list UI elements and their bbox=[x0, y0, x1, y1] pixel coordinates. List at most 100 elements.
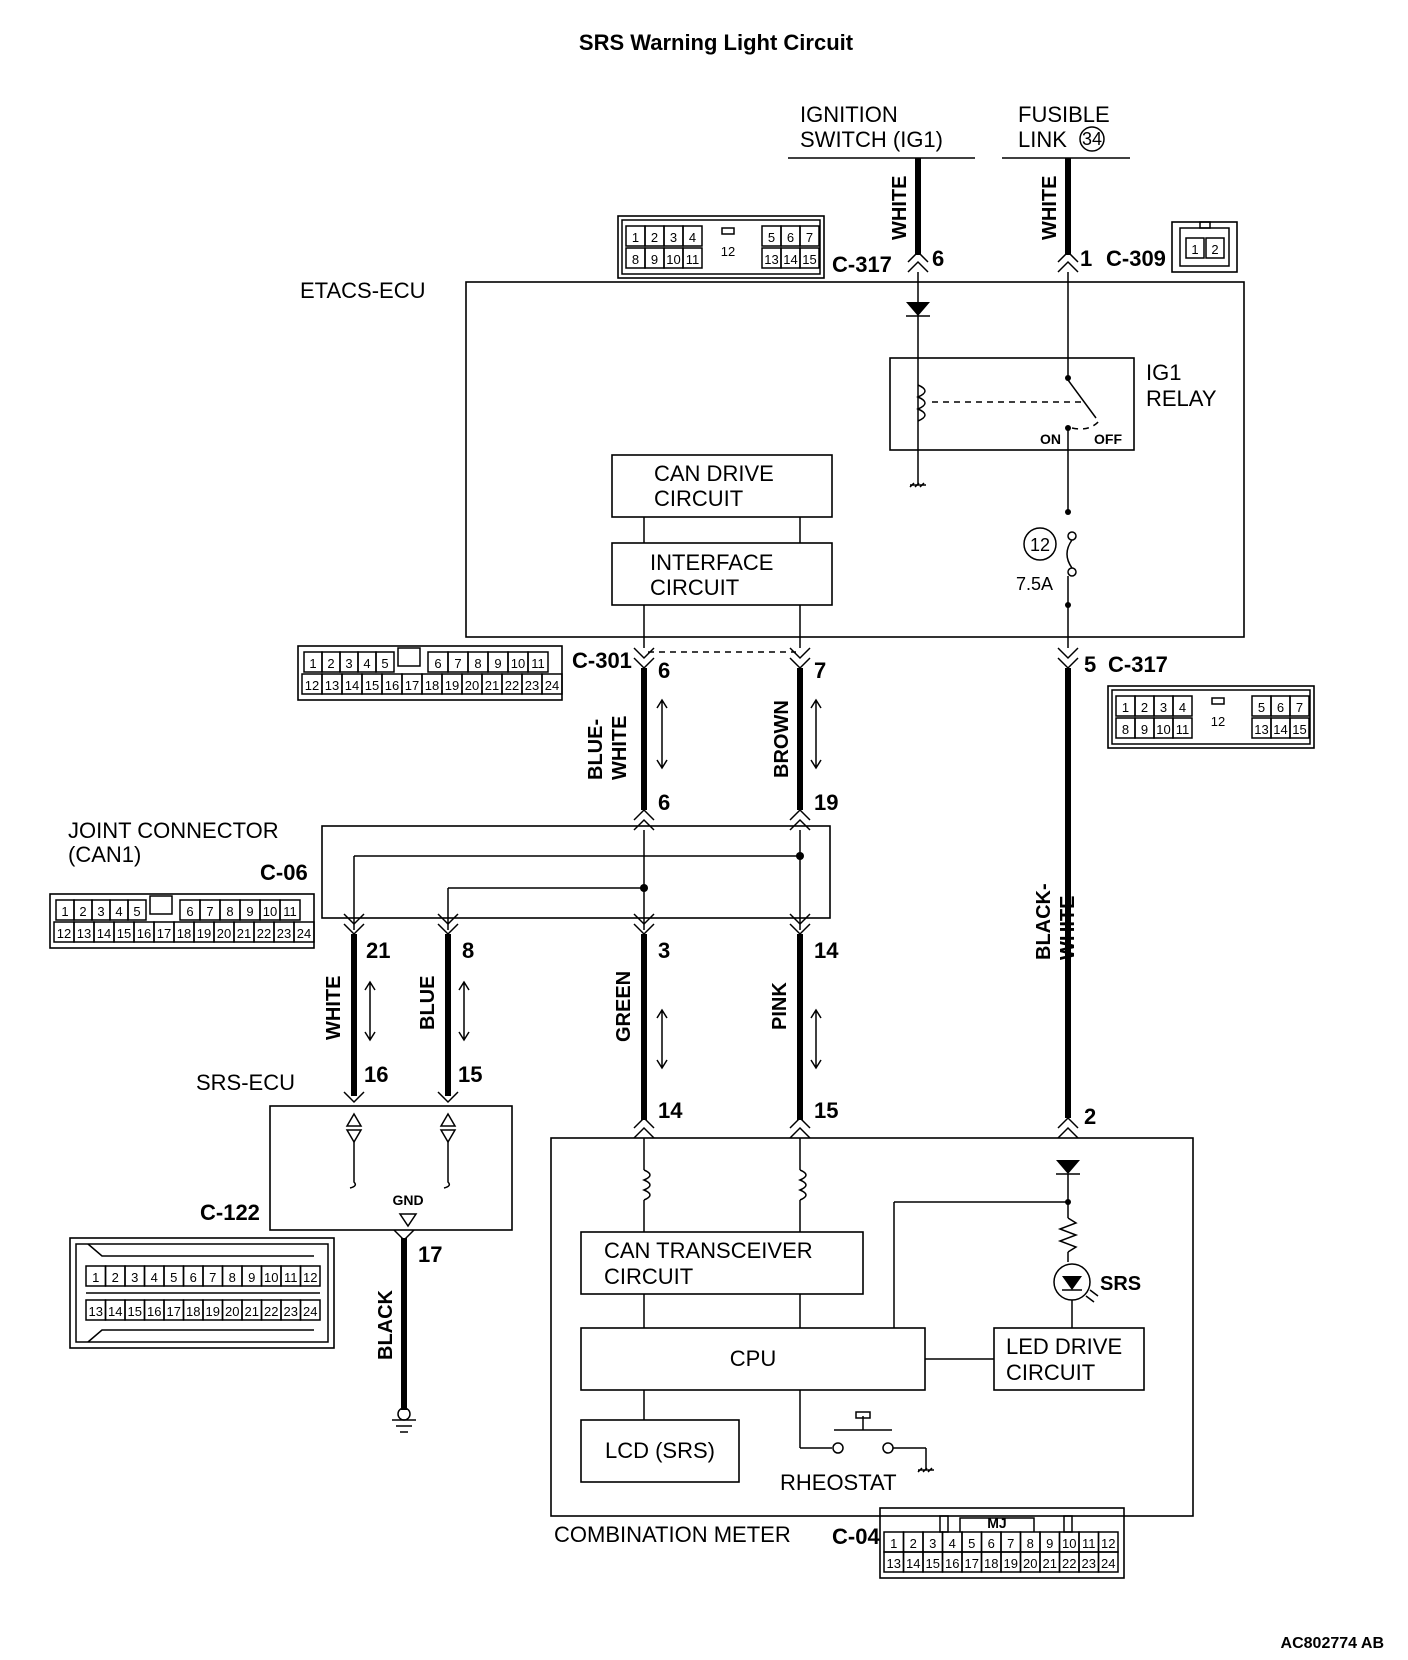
gnd-triangle-icon bbox=[398, 1213, 418, 1228]
choke-coil-icon-1 bbox=[642, 1169, 651, 1201]
c06face-pin-8: 8 bbox=[226, 904, 233, 919]
choke-coil-icon-2 bbox=[798, 1169, 807, 1201]
c317a-pin-9: 9 bbox=[651, 252, 658, 267]
wire-label-white-srs: WHITE bbox=[323, 976, 345, 1040]
c04face-pin-7: 7 bbox=[1007, 1536, 1014, 1551]
c122face-pin-21: 21 bbox=[245, 1304, 259, 1319]
c301face-pin-1: 1 bbox=[309, 656, 316, 671]
c122face-pin-14: 14 bbox=[108, 1304, 122, 1319]
c04face-pin-11: 11 bbox=[1082, 1536, 1096, 1551]
c317a-pin-15: 15 bbox=[802, 252, 816, 267]
c317a-pin-2: 2 bbox=[651, 230, 658, 245]
c317a-pin-3: 3 bbox=[670, 230, 677, 245]
c301face-pin-19: 19 bbox=[445, 678, 459, 693]
c301face-pin-4: 4 bbox=[363, 656, 370, 671]
c317b-pin-12: 12 bbox=[1211, 714, 1225, 729]
diagram-title: SRS Warning Light Circuit bbox=[579, 30, 854, 55]
c317b-pin-13: 13 bbox=[1254, 722, 1268, 737]
c301face-pin-8: 8 bbox=[474, 656, 481, 671]
c122face-pin-2: 2 bbox=[112, 1270, 119, 1285]
c317a-pin-13: 13 bbox=[764, 252, 778, 267]
c04face-pin-16: 16 bbox=[945, 1556, 959, 1571]
c04face-pin-13: 13 bbox=[887, 1556, 901, 1571]
c317b-pin-6: 6 bbox=[1277, 700, 1284, 715]
ground-icon bbox=[909, 482, 925, 488]
joint-connector-label-2: (CAN1) bbox=[68, 842, 141, 867]
c317b-pin-11: 11 bbox=[1176, 722, 1190, 737]
can-transceiver-line1: CAN TRANSCEIVER bbox=[604, 1238, 813, 1263]
wire-label-white-ign: WHITE bbox=[889, 176, 911, 240]
c122face-pin-16: 16 bbox=[147, 1304, 161, 1319]
c122face-pin-11: 11 bbox=[284, 1270, 298, 1285]
c06face-pin-20: 20 bbox=[217, 926, 231, 941]
ignition-switch-source: IGNITION SWITCH (IG1) bbox=[788, 102, 975, 159]
wire-label-white-fus: WHITE bbox=[1039, 176, 1061, 240]
c317b-pin-2: 2 bbox=[1141, 700, 1148, 715]
c317a-pin-12: 12 bbox=[721, 244, 735, 259]
srs-gnd-label: GND bbox=[392, 1192, 423, 1208]
c301face-pin-20: 20 bbox=[465, 678, 479, 693]
c04-mj-label: MJ bbox=[987, 1515, 1006, 1531]
wire-label-green: GREEN bbox=[613, 971, 635, 1042]
c309-pin2-label: 2 bbox=[1211, 242, 1218, 257]
can-transceiver-line2: CIRCUIT bbox=[604, 1264, 693, 1289]
c06face-pin-12: 12 bbox=[57, 926, 71, 941]
connector-c309-label: C-309 bbox=[1106, 246, 1166, 271]
c04face-pin-19: 19 bbox=[1004, 1556, 1018, 1571]
ig1-relay-box bbox=[889, 357, 1135, 451]
relay-off-label: OFF bbox=[1094, 431, 1122, 447]
c317b-pin-14: 14 bbox=[1273, 722, 1287, 737]
relay-coil-icon bbox=[916, 384, 926, 422]
c122face-pin-7: 7 bbox=[209, 1270, 216, 1285]
rheostat-label: RHEOSTAT bbox=[780, 1470, 897, 1495]
led-drive-line2: CIRCUIT bbox=[1006, 1360, 1095, 1385]
pin-srs-17: 17 bbox=[418, 1242, 442, 1267]
c301face-pin-11: 11 bbox=[531, 656, 545, 671]
c06face-pin-14: 14 bbox=[97, 926, 111, 941]
c06face-pin-18: 18 bbox=[177, 926, 191, 941]
c301face-pin-9: 9 bbox=[494, 656, 501, 671]
srs-ecu-label: SRS-ECU bbox=[196, 1070, 295, 1095]
c122face-pin-5: 5 bbox=[170, 1270, 177, 1285]
c309-pin1-label: 1 bbox=[1191, 242, 1198, 257]
wire-label-black-white-2: WHITE bbox=[1057, 896, 1079, 960]
meter-diode-icon bbox=[1056, 1160, 1080, 1174]
can-drive-circuit-box bbox=[611, 454, 833, 518]
pin-c301-7: 7 bbox=[814, 658, 826, 683]
c04face-pin-1: 1 bbox=[890, 1536, 897, 1551]
connector-c122-label: C-122 bbox=[200, 1200, 260, 1225]
etacs-ecu-label: ETACS-ECU bbox=[300, 278, 426, 303]
pin-meter-14: 14 bbox=[658, 1098, 683, 1123]
c122face-pin-24: 24 bbox=[303, 1304, 317, 1319]
c06face-pin-11: 11 bbox=[283, 904, 297, 919]
c122face-pin-23: 23 bbox=[284, 1304, 298, 1319]
c04face-pin-20: 20 bbox=[1023, 1556, 1037, 1571]
pin-c317-5: 5 bbox=[1084, 652, 1096, 677]
c122face-pin-17: 17 bbox=[167, 1304, 181, 1319]
c04face-pin-10: 10 bbox=[1062, 1536, 1076, 1551]
c317a-pin-1: 1 bbox=[632, 230, 639, 245]
connector-c04-label: C-04 bbox=[832, 1524, 880, 1549]
can-transceiver-box bbox=[580, 1231, 864, 1295]
c06face-pin-13: 13 bbox=[77, 926, 91, 941]
pin-c06-14: 14 bbox=[814, 938, 839, 963]
c317a-pin-5: 5 bbox=[768, 230, 775, 245]
relay-label-line1: IG1 bbox=[1146, 360, 1181, 385]
c06face-pin-10: 10 bbox=[263, 904, 277, 919]
cpu-label: CPU bbox=[730, 1346, 776, 1371]
c317a-pin-7: 7 bbox=[806, 230, 813, 245]
wire-label-pink: PINK bbox=[769, 982, 791, 1030]
c301face-pin-6: 6 bbox=[434, 656, 441, 671]
fusible-label-line1: FUSIBLE bbox=[1018, 102, 1110, 127]
lcd-srs-label: LCD (SRS) bbox=[605, 1438, 715, 1463]
c06face-pin-23: 23 bbox=[277, 926, 291, 941]
combination-meter-label: COMBINATION METER bbox=[554, 1522, 791, 1547]
connector-c06-label: C-06 bbox=[260, 860, 308, 885]
fusible-number: 34 bbox=[1082, 129, 1102, 149]
relay-switch-contact bbox=[1067, 379, 1097, 419]
c301face-pin-14: 14 bbox=[345, 678, 359, 693]
c301face-pin-12: 12 bbox=[305, 678, 319, 693]
